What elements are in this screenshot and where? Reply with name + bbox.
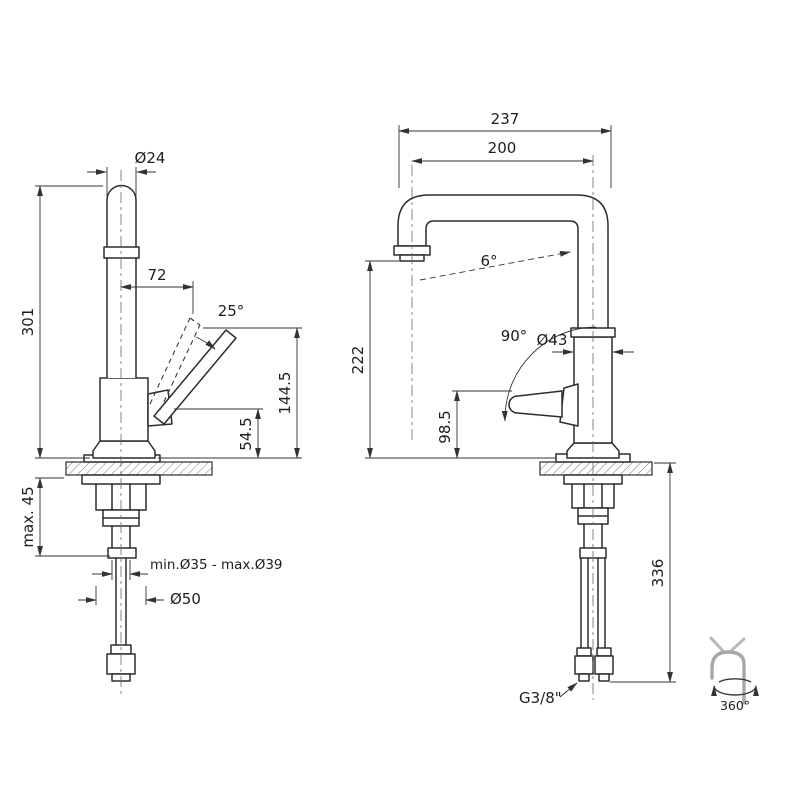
dim-hose-length: 336 — [649, 559, 667, 588]
dim-handle-pivot-height: 54.5 — [237, 417, 255, 450]
handle-lever — [153, 329, 237, 425]
hose-connector — [578, 673, 590, 682]
dim-top-diameter: Ø24 — [135, 149, 166, 167]
dim-spout-angle: 6° — [480, 252, 497, 270]
riser-pipe — [106, 184, 137, 378]
spout — [397, 194, 609, 333]
handle-hub — [559, 383, 579, 427]
dim-handle-length: 72 — [147, 266, 166, 284]
dim-hole-range: min.Ø35 - max.Ø39 — [150, 557, 283, 573]
hose-connector — [594, 655, 614, 675]
mixer-body — [99, 377, 149, 442]
dim-handle-height: 98.5 — [436, 410, 454, 443]
hose-connector — [596, 647, 612, 657]
icon-rotation-arrow — [711, 685, 759, 697]
hose-connector — [574, 655, 594, 675]
left-view — [65, 170, 237, 695]
dim-handle-tip-height: 144.5 — [276, 372, 294, 415]
dim-max-counter-thickness: max. 45 — [19, 486, 37, 547]
dim-spout-reach: 200 — [488, 139, 517, 157]
rotation-badge-label: 360° — [720, 698, 750, 713]
left-view-dimensions: Ø24 301 72 25° 144.5 54.5 max. 45 min.Ø3… — [19, 149, 302, 608]
deck-seal — [539, 461, 653, 476]
pipe-collar — [103, 246, 140, 259]
icon-tap-silhouette — [710, 650, 746, 705]
dim-base-diameter: Ø50 — [170, 590, 201, 608]
dim-swivel-angle: 90° — [501, 327, 528, 345]
shank-collar — [107, 547, 137, 559]
dim-connection-thread: G3/8" — [519, 689, 562, 707]
handle-lever-raised-position — [149, 317, 201, 411]
rotation-360-icon: 360° — [709, 636, 759, 713]
icon-lever-position-left — [709, 636, 725, 653]
dim-body-diameter: Ø43 — [537, 331, 568, 349]
hose-connector — [576, 647, 592, 657]
dim-handle-angle: 25° — [218, 302, 245, 320]
dim-height-total: 301 — [19, 308, 37, 337]
swivel-arc — [501, 326, 597, 422]
right-view — [393, 155, 653, 700]
icon-rotation-arrow-top — [718, 678, 752, 683]
handle-lever — [508, 390, 563, 418]
body-skirt — [92, 440, 156, 459]
deck-seal — [65, 461, 213, 476]
icon-lever-position-right — [729, 637, 746, 653]
dim-total-depth: 237 — [491, 110, 520, 128]
dim-spout-height: 222 — [349, 346, 367, 375]
hose-connector — [598, 673, 610, 682]
right-view-dimensions: 237 200 6° 222 90° Ø43 98.5 336 G3/8" — [349, 110, 676, 707]
